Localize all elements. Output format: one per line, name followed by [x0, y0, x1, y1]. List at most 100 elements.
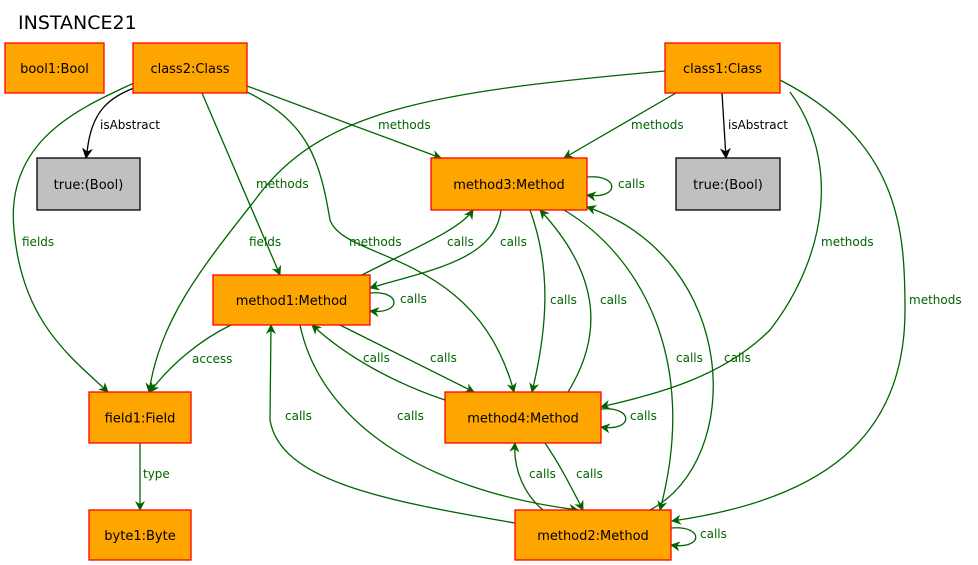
edge-label: isAbstract: [100, 118, 160, 132]
edge-line: [719, 92, 731, 160]
node-field1[interactable]: field1:Field: [88, 391, 192, 444]
edge-line: [145, 70, 666, 393]
edge-line: [529, 209, 546, 393]
edge-line: [149, 324, 232, 393]
node-bool1[interactable]: bool1:Bool: [4, 42, 105, 94]
edge-class2-true_a: isAbstract: [82, 87, 160, 160]
node-true-b[interactable]: true:(Bool): [675, 157, 781, 211]
edge-label: methods: [909, 293, 962, 307]
edge-line: [600, 91, 822, 410]
edge-class1-method4: methods: [600, 91, 874, 410]
edge-label: calls: [630, 409, 657, 423]
edge-label: type: [143, 467, 170, 481]
edge-label: calls: [724, 351, 751, 365]
edge-line: [369, 209, 502, 291]
edge-line: [311, 324, 446, 401]
node-method2[interactable]: method2:Method: [514, 509, 672, 561]
node-box[interactable]: [4, 42, 105, 94]
edge-method4-method2: calls: [544, 442, 603, 511]
edge-method3-method3: calls: [586, 176, 645, 202]
node-label: method4:Method: [467, 412, 579, 427]
node-label: byte1:Byte: [104, 529, 175, 544]
edge-class1-method2: methods: [671, 79, 962, 525]
node-box[interactable]: [36, 157, 141, 211]
node-box[interactable]: [88, 509, 192, 561]
edge-line: [586, 176, 613, 202]
edge-label: calls: [500, 235, 527, 249]
edge-method4-method1: calls: [311, 324, 446, 401]
node-label: true:(Bool): [54, 178, 124, 193]
edge-method2-method3: calls: [586, 205, 751, 511]
diagram-title: INSTANCE21: [18, 12, 137, 34]
edge-field1-byte1: type: [135, 443, 170, 511]
edge-line: [600, 408, 627, 434]
edge-method1-method1: calls: [369, 292, 427, 318]
node-box[interactable]: [430, 157, 588, 211]
node-box[interactable]: [212, 274, 371, 326]
edge-method1-method3: calls: [361, 209, 474, 276]
node-class1[interactable]: class1:Class: [664, 42, 781, 94]
edge-line: [82, 87, 135, 160]
edge-label: calls: [447, 235, 474, 249]
edge-class2-method1: methods: [201, 92, 309, 276]
edge-line: [339, 324, 475, 393]
edge-class2-method3: methods: [246, 85, 442, 160]
edge-method3-method1: calls: [369, 209, 527, 291]
edge-label: calls: [397, 409, 424, 423]
edge-label: calls: [285, 409, 312, 423]
edge-line: [544, 442, 584, 511]
edge-class1-method3: methods: [563, 92, 684, 159]
edge-line: [563, 92, 677, 159]
edge-label: calls: [550, 293, 577, 307]
node-label: method3:Method: [453, 178, 565, 193]
edge-line: [586, 205, 714, 511]
edge-line: [299, 324, 579, 514]
node-label: class1:Class: [683, 62, 762, 77]
edge-label: calls: [363, 351, 390, 365]
edge-method3-method4: calls: [529, 209, 577, 393]
edge-label: calls: [430, 351, 457, 365]
node-true-a[interactable]: true:(Bool): [36, 157, 141, 211]
edge-label: calls: [400, 292, 427, 306]
edge-label: methods: [256, 177, 309, 191]
node-box[interactable]: [444, 391, 602, 444]
node-byte1[interactable]: byte1:Byte: [88, 509, 192, 561]
node-class2[interactable]: class2:Class: [132, 42, 248, 94]
node-label: field1:Field: [105, 412, 176, 427]
edge-label: access: [192, 352, 232, 366]
edge-line: [671, 79, 906, 525]
edge-line: [265, 324, 516, 524]
nodes-layer: bool1:Bool class2:Class class1:Class true:(…: [4, 42, 781, 561]
node-method3[interactable]: method3:Method: [430, 157, 588, 211]
edge-line: [201, 92, 282, 276]
node-label: class2:Class: [150, 62, 229, 77]
edge-label: methods: [378, 118, 431, 132]
edge-line: [246, 91, 517, 393]
edge-method2-method2: calls: [670, 527, 727, 552]
node-box[interactable]: [132, 42, 248, 94]
edge-method2-method4: calls: [509, 442, 556, 511]
node-label: method1:Method: [236, 294, 348, 309]
node-method1[interactable]: method1:Method: [212, 274, 371, 326]
edge-line: [12, 82, 135, 393]
node-method4[interactable]: method4:Method: [444, 391, 602, 444]
edge-line: [361, 209, 474, 276]
edge-method4-method4: calls: [600, 408, 657, 434]
edge-line: [246, 85, 442, 160]
edge-label: calls: [700, 527, 727, 541]
edge-method4-method3: calls: [539, 209, 627, 393]
edge-label: fields: [249, 235, 281, 249]
node-box[interactable]: [675, 157, 781, 211]
node-label: method2:Method: [537, 529, 649, 544]
edge-line: [509, 442, 544, 511]
edge-method1-field1: access: [149, 324, 232, 393]
edge-label: methods: [631, 118, 684, 132]
edge-class1-field1: fields: [145, 70, 666, 393]
edge-label: methods: [821, 235, 874, 249]
node-box[interactable]: [88, 391, 192, 444]
edge-line: [539, 209, 592, 393]
node-box[interactable]: [664, 42, 781, 94]
edge-class2-field1: fields: [12, 82, 135, 393]
node-box[interactable]: [514, 509, 672, 561]
